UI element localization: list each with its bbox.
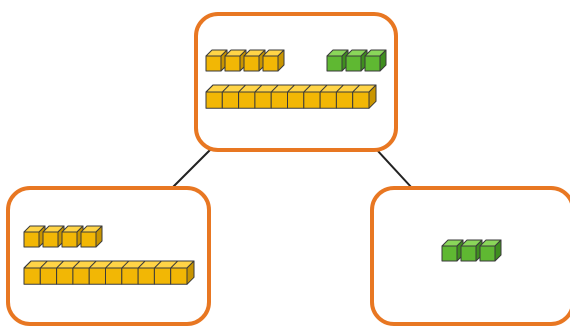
whole-rod-cell-4	[254, 91, 272, 109]
left-rod-cell-8	[137, 267, 155, 285]
whole-yellow-cube-3	[243, 49, 266, 72]
whole-rod-cell-7	[303, 91, 321, 109]
whole-yellow-cube-4	[262, 49, 285, 72]
whole-rod-cell-2	[221, 91, 240, 109]
left-rod-cell-4	[72, 267, 90, 285]
whole-rod-cell-8	[319, 91, 337, 109]
right-ones-green	[441, 239, 502, 262]
left-rod-cell-9	[153, 267, 172, 285]
whole-ones-green	[326, 49, 387, 72]
whole-box	[194, 12, 398, 152]
whole-green-cube-2	[345, 49, 368, 72]
left-rod-cell-10	[170, 267, 188, 285]
whole-yellow-cube-2	[224, 49, 247, 72]
left-rod-cell-5	[88, 267, 106, 285]
left-rod-cell-3	[56, 267, 74, 285]
connector-left	[169, 149, 211, 191]
whole-tens-rod	[205, 84, 377, 109]
right-green-cube-1	[441, 239, 464, 262]
right-green-cube-3	[479, 239, 502, 262]
part-left-box	[6, 186, 211, 326]
whole-rod-cell-5	[270, 91, 288, 109]
whole-rod-cell-1	[205, 91, 223, 109]
whole-green-cube-3	[364, 49, 387, 72]
left-yellow-cube-3	[61, 225, 84, 248]
right-green-cube-2	[460, 239, 483, 262]
whole-yellow-cube-1	[205, 49, 228, 72]
whole-rod-cell-3	[238, 91, 256, 109]
left-tens-rod	[23, 260, 195, 285]
left-yellow-cube-4	[80, 225, 103, 248]
left-rod-cell-7	[121, 267, 139, 285]
left-rod-cell-1	[23, 267, 41, 285]
left-yellow-cube-1	[23, 225, 46, 248]
left-yellow-cube-2	[42, 225, 65, 248]
whole-rod-cell-10	[352, 91, 370, 109]
whole-rod-cell-9	[335, 91, 354, 109]
whole-ones-yellow	[205, 49, 285, 72]
whole-green-cube-1	[326, 49, 349, 72]
left-rod-cell-2	[39, 267, 58, 285]
whole-rod-cell-6	[287, 91, 305, 109]
connector-right	[376, 149, 413, 189]
left-rod-cell-6	[105, 267, 123, 285]
left-ones-yellow	[23, 225, 103, 248]
